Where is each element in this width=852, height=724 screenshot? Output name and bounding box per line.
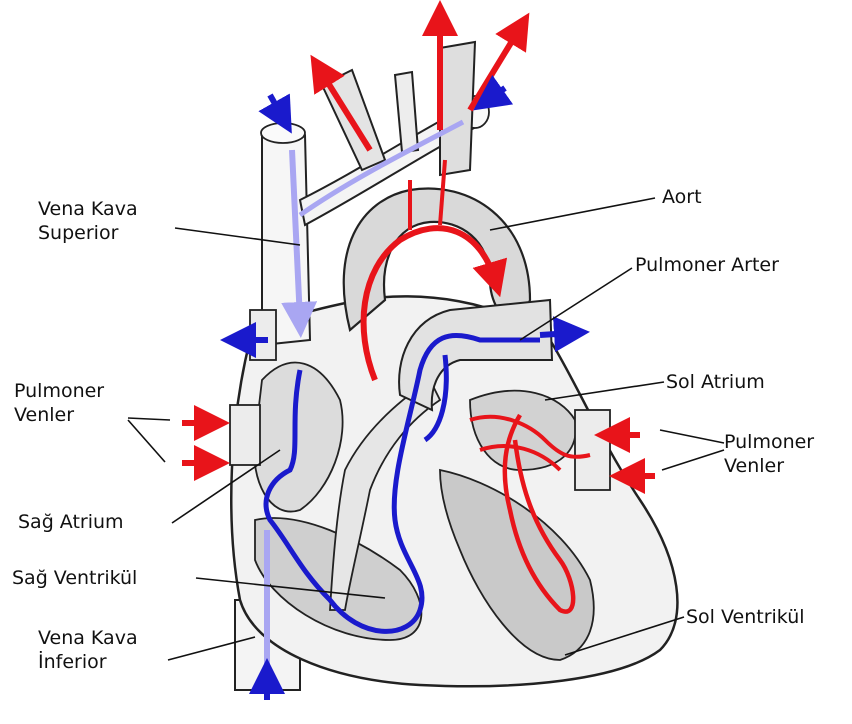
label-pulmoner-venler-left: Pulmoner Venler (14, 379, 104, 427)
label-sol-ventrikul: Sol Ventrikül (686, 605, 805, 629)
label-sol-atrium: Sol Atrium (666, 370, 765, 394)
label-pulmoner-arter: Pulmoner Arter (635, 253, 779, 277)
label-sag-ventrikul: Sağ Ventrikül (12, 566, 137, 590)
label-pulmoner-venler-right: Pulmoner Venler (724, 430, 814, 478)
label-vena-kava-superior: Vena Kava Superior (38, 197, 138, 245)
label-aort: Aort (662, 185, 702, 209)
label-sag-atrium: Sağ Atrium (18, 510, 124, 534)
label-vena-kava-inferior: Vena Kava İnferior (38, 626, 138, 674)
